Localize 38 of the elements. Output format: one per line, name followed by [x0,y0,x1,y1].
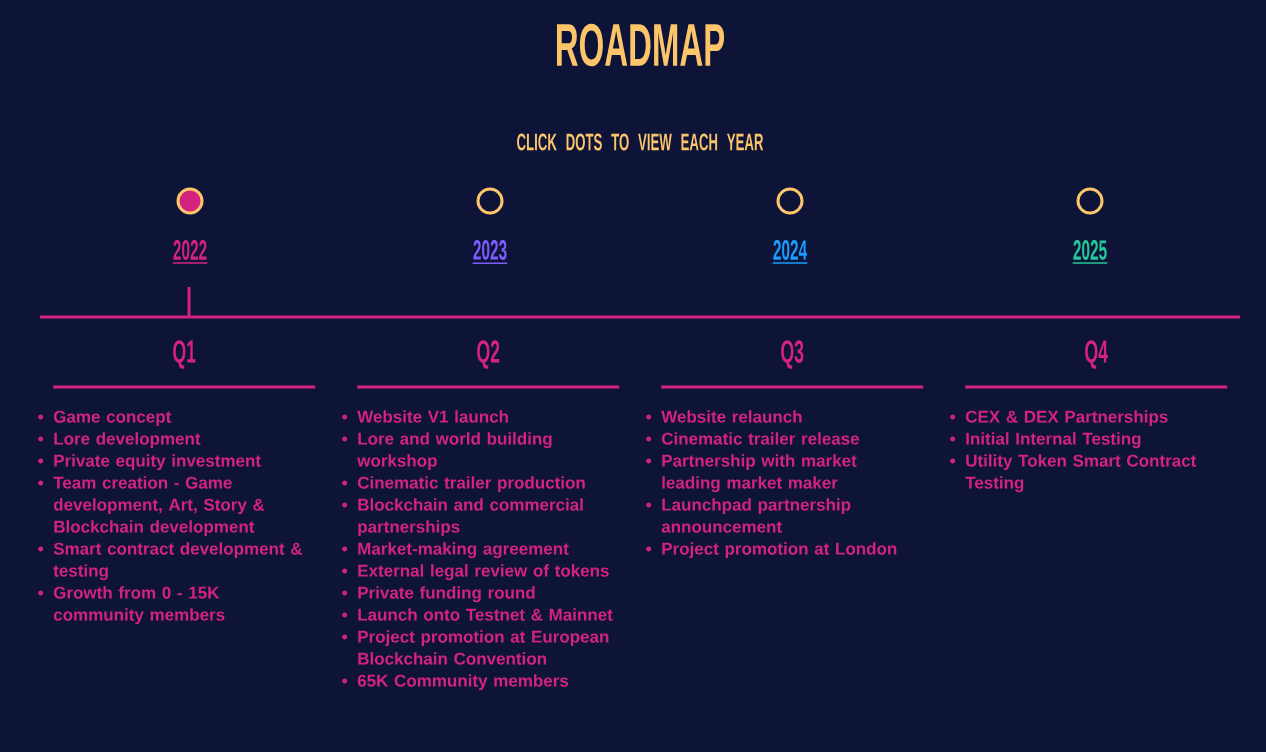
list-item: Cinematic trailer production [342,476,585,493]
list-item: Initial Internal Testing [950,432,1141,449]
quarter-heading: Q1 [173,340,196,369]
list-item: Team creation - Game development, Art, Story & Blockchain development [38,476,265,537]
quarter-heading: Q4 [1085,340,1108,369]
list-item: Game concept [38,410,172,427]
title: ROADMAP [556,23,725,67]
list-item: CEX & DEX Partnerships [950,410,1168,427]
list-item: Growth from 0 - 15K community members [38,586,225,625]
quarter-column [38,340,316,625]
list-item: Smart contract development & testing [38,542,303,581]
list-item: Launch onto Testnet & Mainnet [342,608,613,621]
list-item: Website relaunch [646,410,802,423]
list-item: Lore development [38,432,201,449]
year-link: 2022 [173,240,207,260]
list-item: Partnership with market leading market maker [646,454,857,493]
list-item: Private equity investment [38,454,261,471]
list-item: External legal review of tokens [342,564,609,581]
quarter-column [950,340,1228,493]
list-item: Project promotion at European Blockchain Convention [342,630,609,665]
list-item: Market-making agreement [342,542,569,559]
year-link: 2025 [1073,240,1107,260]
list-item: Cinematic trailer release [646,432,860,445]
year-link: 2023 [473,240,507,260]
quarter-heading: Q2 [477,340,500,369]
list-item: Website V1 launch [342,410,508,423]
list-item: Private funding round [342,586,535,603]
list-item: Lore and world building workshop [342,432,552,471]
year-link: 2024 [773,240,808,260]
list-item: Blockchain and commercial partnerships [342,498,583,537]
instruction-text: CLICK DOTS TO VIEW EACH YEAR [517,133,764,151]
list-item: 65K Community members [342,674,569,691]
list-item: Launchpad partnership announcement [646,498,851,533]
list-item: Utility Token Smart Contract Testing [950,454,1197,493]
quarter-column [342,340,620,691]
list-item: Project promotion at London [646,542,897,559]
quarter-heading: Q3 [781,340,804,369]
quarter-column [646,340,924,559]
